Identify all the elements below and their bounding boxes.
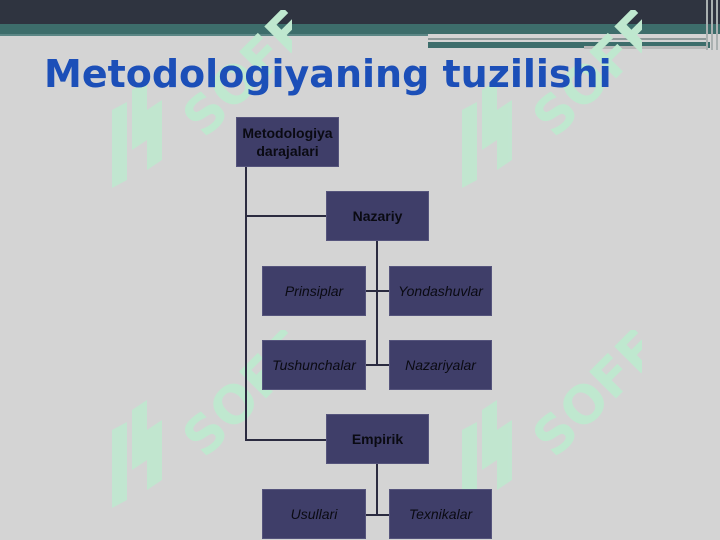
root-node: Metodologiya darajalari bbox=[236, 117, 339, 167]
watermark-text: SOFF bbox=[522, 330, 642, 469]
connector-line bbox=[376, 464, 378, 515]
watermark-logo: SOFF bbox=[112, 10, 292, 188]
top-bar bbox=[0, 0, 720, 24]
empirik-node: Empirik bbox=[326, 414, 429, 464]
connector-line bbox=[366, 290, 389, 292]
usullari-node: Usullari bbox=[262, 489, 366, 539]
connector-line bbox=[366, 514, 389, 516]
header-deco-bar bbox=[711, 0, 713, 50]
tushunchalar-node: Tushunchalar bbox=[262, 340, 366, 390]
watermark-logo: SOFF bbox=[462, 10, 642, 188]
connector-line bbox=[366, 364, 389, 366]
header-deco-band bbox=[428, 42, 710, 48]
header-deco-bar bbox=[716, 0, 718, 50]
header-deco-line bbox=[584, 46, 708, 49]
texnikalar-node: Texnikalar bbox=[389, 489, 492, 539]
header-band-accent bbox=[0, 34, 428, 36]
header-deco-line bbox=[428, 38, 708, 40]
nazariyalar-node: Nazariyalar bbox=[389, 340, 492, 390]
nazariy-node: Nazariy bbox=[326, 191, 429, 241]
connector-line bbox=[245, 439, 326, 441]
connector-line bbox=[376, 241, 378, 365]
header-band bbox=[0, 24, 720, 34]
header-deco-bar bbox=[706, 0, 708, 50]
connector-line bbox=[245, 215, 326, 217]
prinsiplar-node: Prinsiplar bbox=[262, 266, 366, 316]
connector-line bbox=[245, 167, 247, 440]
slide-title: Metodologiyaning tuzilishi bbox=[44, 52, 612, 96]
yondashuvlar-node: Yondashuvlar bbox=[389, 266, 492, 316]
